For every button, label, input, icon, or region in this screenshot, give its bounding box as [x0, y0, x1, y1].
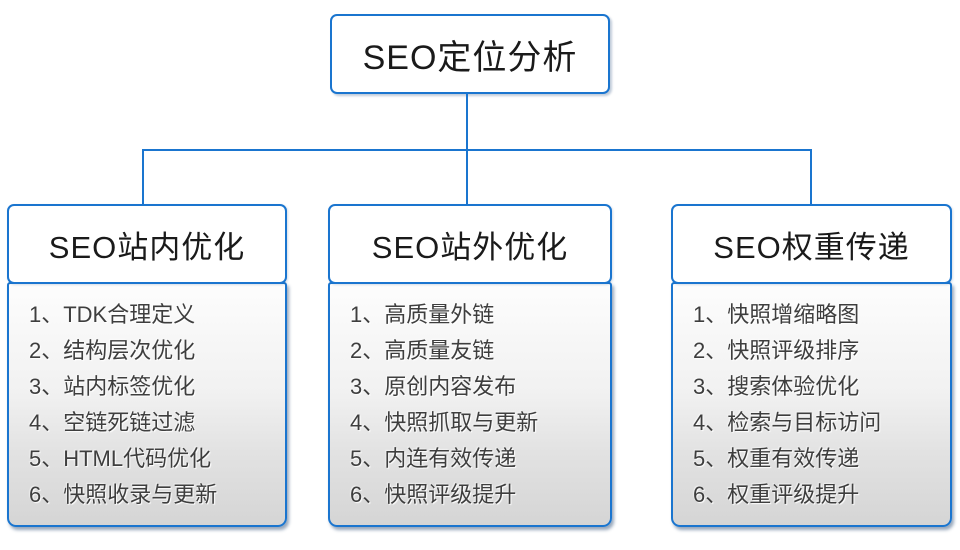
connector-drop-left	[142, 149, 144, 205]
list-item: 4、检索与目标访问	[693, 410, 882, 435]
list-item: 5、HTML代码优化	[29, 446, 212, 471]
column-onsite: SEO站内优化 1、TDK合理定义 2、结构层次优化 3、站内标签优化 4、空链…	[7, 204, 287, 527]
list-item: 3、原创内容发布	[350, 374, 517, 399]
column-title: SEO权重传递	[713, 229, 910, 265]
root-node: SEO定位分析	[330, 14, 610, 94]
connector-horizontal	[142, 149, 812, 151]
list-item: 6、权重评级提升	[693, 482, 860, 507]
column-title: SEO站外优化	[371, 229, 569, 265]
list-item: 3、站内标签优化	[29, 374, 196, 399]
list-item: 5、权重有效传递	[693, 446, 860, 471]
connector-drop-middle	[466, 149, 468, 205]
list-item: 1、TDK合理定义	[29, 302, 196, 327]
list-item: 6、快照收录与更新	[29, 482, 218, 507]
connector-root-stem	[466, 94, 468, 150]
column-offsite-header: SEO站外优化	[328, 204, 612, 284]
list-item: 2、高质量友链	[350, 338, 495, 363]
list-item: 1、高质量外链	[350, 302, 495, 327]
list-item: 4、空链死链过滤	[29, 410, 196, 435]
list-item: 2、结构层次优化	[29, 338, 196, 363]
list-item: 1、快照增缩略图	[693, 302, 860, 327]
list-item: 4、快照抓取与更新	[350, 410, 539, 435]
column-offsite: SEO站外优化 1、高质量外链 2、高质量友链 3、原创内容发布 4、快照抓取与…	[328, 204, 612, 527]
connector-drop-right	[810, 149, 812, 205]
column-weight: SEO权重传递 1、快照增缩略图 2、快照评级排序 3、搜索体验优化 4、检索与…	[671, 204, 952, 527]
column-weight-header: SEO权重传递	[671, 204, 952, 284]
column-weight-body: 1、快照增缩略图 2、快照评级排序 3、搜索体验优化 4、检索与目标访问 5、权…	[671, 282, 952, 527]
list-item: 6、快照评级提升	[350, 482, 517, 507]
root-node-label: SEO定位分析	[362, 38, 578, 77]
list-item: 5、内连有效传递	[350, 446, 517, 471]
column-title: SEO站内优化	[48, 229, 246, 265]
column-onsite-header: SEO站内优化	[7, 204, 287, 284]
column-onsite-body: 1、TDK合理定义 2、结构层次优化 3、站内标签优化 4、空链死链过滤 5、H…	[7, 282, 287, 527]
list-item: 2、快照评级排序	[693, 338, 860, 363]
column-offsite-body: 1、高质量外链 2、高质量友链 3、原创内容发布 4、快照抓取与更新 5、内连有…	[328, 282, 612, 527]
list-item: 3、搜索体验优化	[693, 374, 860, 399]
